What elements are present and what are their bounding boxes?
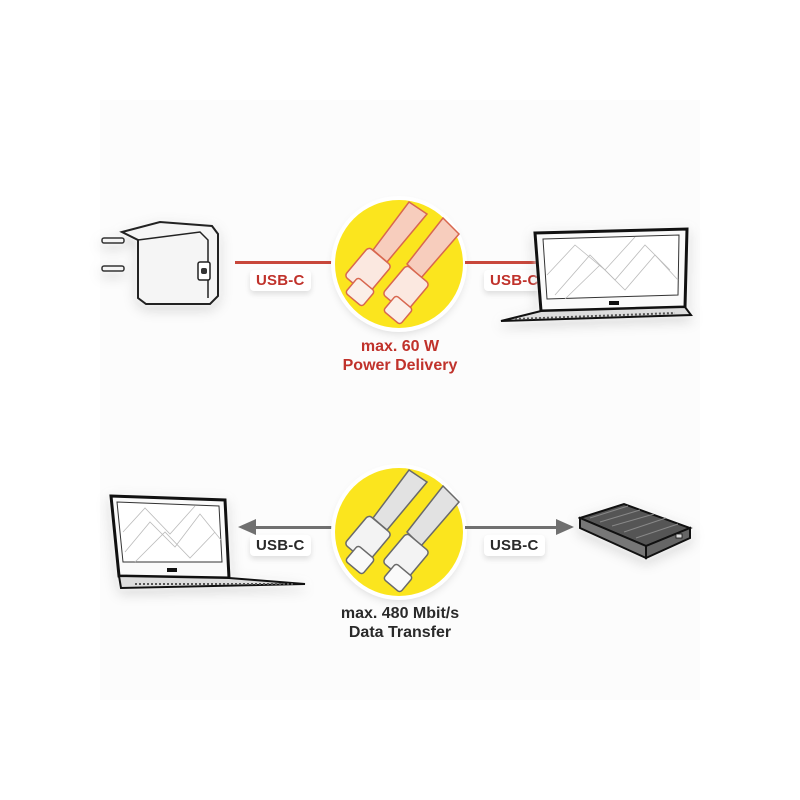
power-caption-line1: max. 60 W: [360, 338, 440, 355]
power-line-left: [235, 261, 335, 264]
data-caption-line1: max. 480 Mbit/s: [340, 605, 460, 622]
wall-charger-icon: [101, 220, 219, 305]
power-caption-line2: Power Delivery: [342, 357, 458, 374]
usb-c-cable-gray-icon: [345, 468, 461, 593]
data-left-label: USB-C: [250, 535, 311, 556]
power-cable-badge: [335, 200, 463, 328]
data-line-left: [254, 526, 335, 529]
power-right-label: USB-C: [484, 270, 545, 291]
power-left-label: USB-C: [250, 270, 311, 291]
laptop-icon: [109, 494, 306, 590]
laptop-icon: [500, 227, 693, 322]
arrow-left-icon: [238, 519, 256, 535]
data-right-label: USB-C: [484, 535, 545, 556]
power-caption: max. 60 W Power Delivery: [300, 337, 500, 375]
data-caption-line2: Data Transfer: [348, 624, 452, 641]
external-drive-icon: [578, 502, 693, 560]
usb-c-cable-pink-icon: [345, 200, 461, 325]
power-line-right: [465, 261, 560, 264]
arrow-right-icon: [556, 519, 574, 535]
data-cable-badge: [335, 468, 463, 596]
data-line-right: [465, 526, 560, 529]
data-caption: max. 480 Mbit/s Data Transfer: [300, 604, 500, 642]
